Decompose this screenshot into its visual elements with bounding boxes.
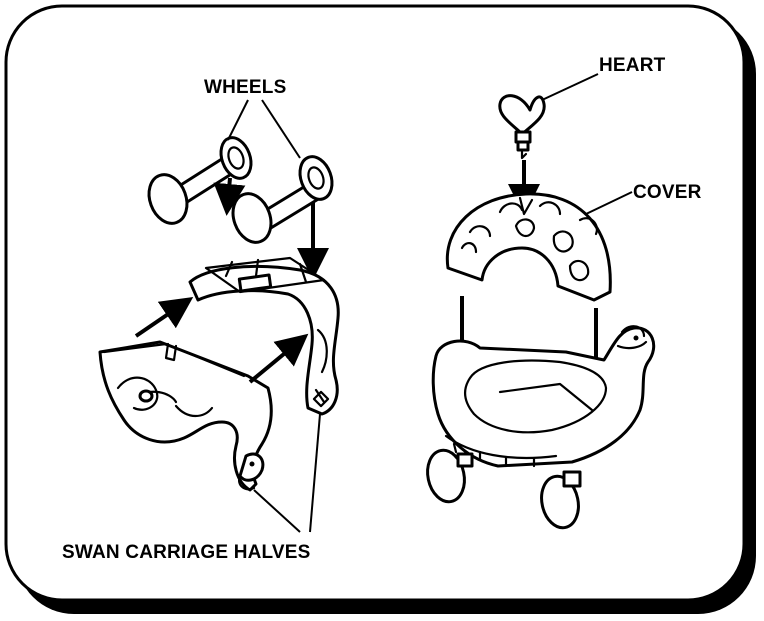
- label-heart: HEART: [599, 55, 666, 76]
- label-cover: COVER: [633, 182, 702, 203]
- label-swan-carriage-halves: SWAN CARRIAGE HALVES: [62, 542, 311, 563]
- label-wheels: WHEELS: [204, 77, 286, 98]
- frame: [6, 6, 744, 600]
- arrow-wheel-left: [228, 178, 230, 200]
